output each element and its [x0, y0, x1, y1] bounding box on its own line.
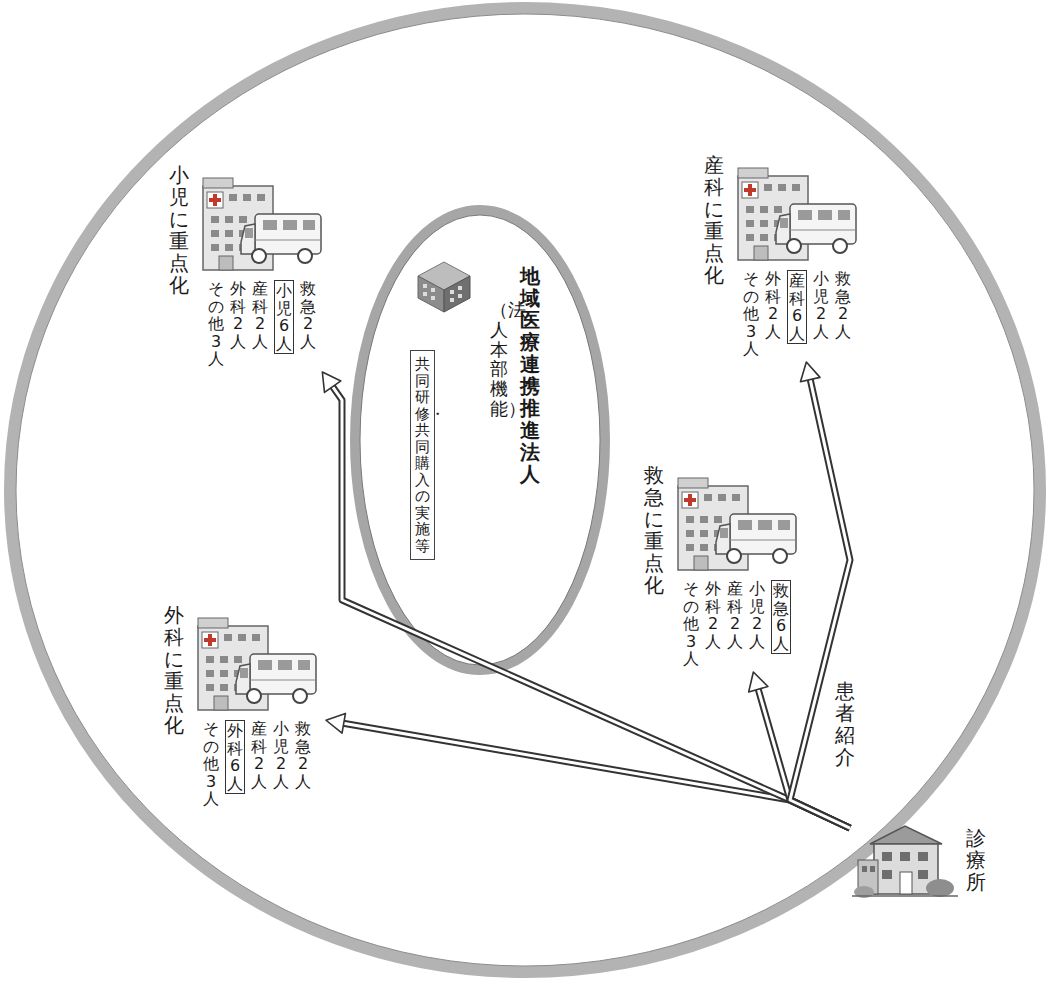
staff-count: その他3人 [743, 270, 759, 358]
staff-list: 救急2人小児2人産科2人外科6人その他3人 [203, 720, 311, 808]
hospital-column: 救急2人小児6人産科2人外科2人その他3人 [197, 164, 327, 368]
corporation-title: 地域医療連携推進法人 [520, 265, 540, 485]
staff-count: 産科6人 [789, 272, 805, 342]
staff-count: 小児2人 [813, 270, 829, 340]
hospital-group: 小児に重点化 救急2人小児6人産科2人外科2人その他3人 [165, 160, 331, 372]
hospital-column: 救急2人小児2人産科2人外科6人その他3人 [192, 604, 322, 808]
corporation-ellipse-line [360, 215, 600, 665]
staff-count: 救急2人 [295, 720, 311, 790]
hospital-illustration [672, 464, 802, 574]
clinic-label: 診療所 [966, 827, 986, 893]
clinic-node: 診療所 [850, 820, 986, 900]
activity-box: 共同研修・共同購入の実施等 [410, 350, 435, 560]
activity-text: 共同研修・共同購入の実施等 [415, 356, 430, 554]
corporation-region: 地域医療連携推進法人 （法人本部機能） 共同研修・共同購入の実施等 [380, 240, 580, 630]
hospital-group: 外科に重点化 救急2人小児2人産科2人外科6人その他3人 [160, 600, 326, 812]
referral-label: 患者紹介 [835, 680, 855, 768]
staff-count: 救急6人 [773, 582, 789, 652]
staff-list: 救急2人小児6人産科2人外科2人その他3人 [208, 280, 316, 368]
arrow-head [326, 713, 345, 733]
hospital-heading: 小児に重点化 [169, 164, 189, 296]
hospital-group: 救急に重点化 救急6人小児2人産科2人外科2人その他3人 [640, 460, 806, 672]
hospital-heading: 産科に重点化 [704, 154, 724, 286]
hospital-heading: 外科に重点化 [164, 604, 184, 736]
clinic-illustration [850, 820, 960, 900]
staff-count: その他3人 [208, 280, 224, 368]
staff-count: 外科2人 [230, 280, 246, 350]
staff-list: 救急2人小児2人産科6人外科2人その他3人 [743, 270, 851, 358]
staff-count: その他3人 [203, 720, 219, 808]
hospital-column: 救急6人小児2人産科2人外科2人その他3人 [672, 464, 802, 668]
focus-staff-box: 救急6人 [771, 580, 791, 654]
focus-staff-box: 小児6人 [274, 280, 294, 354]
focus-staff-box: 産科6人 [787, 270, 807, 344]
staff-count: 小児2人 [749, 580, 765, 650]
headquarters-icon [414, 258, 474, 314]
staff-count: その他3人 [683, 580, 699, 668]
staff-list: 救急6人小児2人産科2人外科2人その他3人 [683, 580, 791, 668]
hospital-illustration [732, 154, 862, 264]
staff-count: 産科2人 [252, 280, 268, 350]
arrow-head [322, 372, 341, 392]
corporation-ellipse [355, 210, 605, 670]
region-circle-inner-line [16, 14, 1034, 966]
region-circle [10, 8, 1040, 972]
hospital-group: 産科に重点化 救急2人小児2人産科6人外科2人その他3人 [700, 150, 866, 362]
arrow-head [749, 672, 768, 692]
staff-count: 小児2人 [273, 720, 289, 790]
arrow-head [800, 362, 820, 382]
staff-count: 産科2人 [727, 580, 743, 650]
staff-count: 救急2人 [300, 280, 316, 350]
focus-staff-box: 外科6人 [225, 720, 245, 794]
hospital-heading: 救急に重点化 [644, 464, 664, 596]
staff-count: 救急2人 [835, 270, 851, 340]
hospital-illustration [192, 604, 322, 714]
staff-count: 外科6人 [227, 722, 243, 792]
hospital-column: 救急2人小児2人産科6人外科2人その他3人 [732, 154, 862, 358]
corporation-subtitle: （法人本部機能） [490, 300, 508, 419]
staff-count: 外科2人 [765, 270, 781, 340]
hospital-illustration [197, 164, 327, 274]
staff-count: 外科2人 [705, 580, 721, 650]
staff-count: 小児6人 [276, 282, 292, 352]
referral-arrow [322, 372, 850, 828]
staff-count: 産科2人 [251, 720, 267, 790]
